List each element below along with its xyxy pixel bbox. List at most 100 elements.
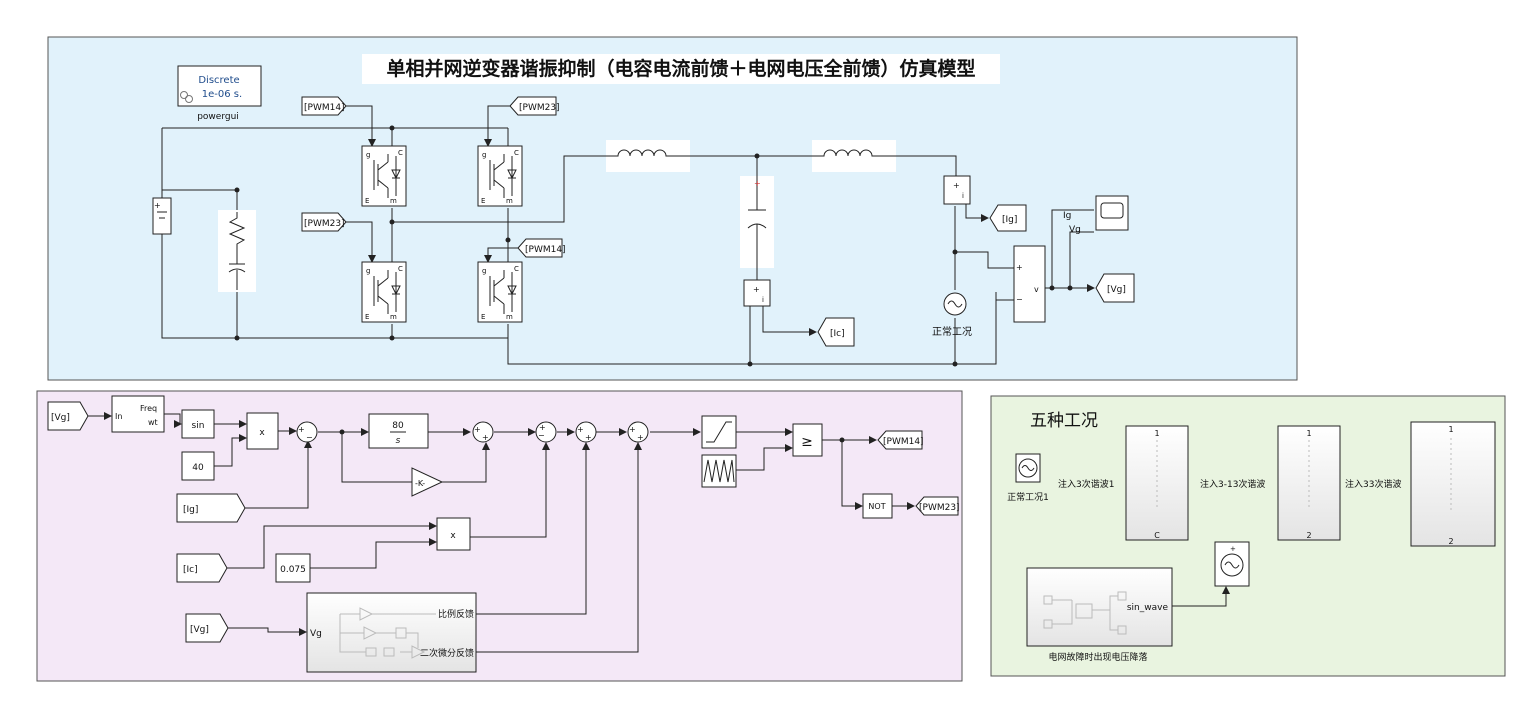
svg-text:i: i bbox=[962, 192, 964, 200]
junction-dots bbox=[234, 125, 1073, 367]
svg-text:2: 2 bbox=[1306, 531, 1311, 540]
control-panel bbox=[36, 390, 963, 682]
svg-text:+: + bbox=[953, 181, 960, 190]
from-vg-feedforward[interactable]: [Vg] bbox=[185, 613, 229, 643]
grid-voltage-feedforward-subsystem[interactable]: Vg 比例反馈 二次微分反馈 bbox=[306, 592, 477, 673]
from-ig[interactable]: [Ig] bbox=[176, 493, 246, 523]
sag-subsystem-preview bbox=[1043, 591, 1127, 635]
sum-proportional-ff[interactable]: + + bbox=[575, 421, 597, 443]
harmonic-33-label: 注入33次谐波 bbox=[1345, 478, 1401, 490]
svg-text:[PWM23]: [PWM23] bbox=[519, 103, 560, 113]
grid-voltage-meter[interactable]: + − v bbox=[1013, 245, 1046, 323]
harmonic-3-label: 注入3次谐波1 bbox=[1058, 478, 1114, 490]
svg-text:[Vg]: [Vg] bbox=[1107, 285, 1126, 295]
diagram-title: 单相并网逆变器谐振抑制（电容电流前馈＋电网电压全前馈）仿真模型 bbox=[386, 57, 975, 80]
capacitor-current-meter[interactable]: + i bbox=[743, 279, 771, 307]
vmeas-output-port: v bbox=[1034, 285, 1039, 294]
scope-port-vg: Vg bbox=[1069, 225, 1081, 235]
igbt-q3[interactable] bbox=[361, 261, 407, 323]
compare-block[interactable]: ≥ bbox=[792, 423, 823, 457]
voltage-sag-subsystem[interactable]: sin_wave bbox=[1026, 567, 1173, 647]
inverter-side-inductor[interactable] bbox=[606, 140, 690, 172]
svg-text:[Ig]: [Ig] bbox=[183, 505, 198, 515]
harmonic-33-subsystem[interactable]: 1 2 bbox=[1410, 421, 1496, 547]
proportional-gain-block[interactable]: -K- bbox=[411, 467, 444, 497]
pll-block[interactable]: In Freq wt bbox=[111, 395, 165, 433]
grid-ac-source[interactable] bbox=[943, 292, 967, 316]
sag-source-block[interactable]: + bbox=[1214, 541, 1250, 587]
igbt-q2[interactable] bbox=[477, 145, 523, 207]
svg-text:+: + bbox=[637, 433, 644, 442]
sum-derivative-ff[interactable]: + + bbox=[627, 421, 649, 443]
svg-text:C: C bbox=[1154, 531, 1160, 540]
from-ic[interactable]: [Ic] bbox=[176, 553, 228, 583]
goto-ig[interactable]: [Ig] bbox=[989, 204, 1027, 232]
cases-title: 五种工况 bbox=[1030, 411, 1098, 431]
svg-text:−: − bbox=[538, 431, 545, 440]
svg-text:[Ig]: [Ig] bbox=[1002, 215, 1017, 225]
powergui-label: powergui bbox=[197, 112, 239, 122]
grid-source-label: 正常工况 bbox=[932, 325, 972, 338]
sum-capacitor-feedback[interactable]: − + bbox=[535, 421, 557, 443]
svg-text:+: + bbox=[474, 425, 481, 434]
grid-current-meter[interactable]: + i bbox=[943, 175, 971, 205]
harmonic-3-subsystem[interactable]: 1 C bbox=[1125, 425, 1189, 541]
svg-text:+: + bbox=[753, 285, 760, 294]
from-pwm23-bottom[interactable]: [PWM23] bbox=[301, 212, 347, 232]
from-pwm14-bottom[interactable]: [PWM14] bbox=[517, 238, 566, 258]
dc-voltage-source[interactable]: + bbox=[152, 197, 172, 235]
scope-port-ig: Ig bbox=[1063, 211, 1071, 221]
svg-text:+: + bbox=[629, 425, 636, 434]
svg-text:Freq: Freq bbox=[140, 404, 157, 413]
svg-text:x: x bbox=[450, 531, 456, 541]
goto-vg[interactable]: [Vg] bbox=[1095, 273, 1135, 303]
svg-text:−: − bbox=[1016, 295, 1023, 304]
sum-current-error[interactable]: + − bbox=[296, 421, 318, 443]
svg-text:[Vg]: [Vg] bbox=[190, 625, 209, 635]
svg-text:In: In bbox=[115, 412, 122, 421]
svg-text:[PWM23]: [PWM23] bbox=[304, 219, 345, 229]
svg-text:sin: sin bbox=[192, 421, 205, 431]
scope-block[interactable] bbox=[1095, 195, 1129, 231]
svg-text:+: + bbox=[482, 433, 489, 442]
integrator-block[interactable]: 80 s bbox=[368, 413, 429, 449]
svg-text:[PWM14]: [PWM14] bbox=[883, 437, 924, 447]
voltage-sag-label: 电网故障时出现电压降落 bbox=[1048, 651, 1147, 663]
sum-pi[interactable]: + + bbox=[472, 421, 494, 443]
harmonic-3-13-subsystem[interactable]: 1 2 bbox=[1277, 425, 1341, 541]
svg-text:[Vg]: [Vg] bbox=[51, 413, 70, 423]
multiply-ic-block[interactable]: x bbox=[436, 517, 471, 551]
not-gate-block[interactable]: NOT bbox=[862, 493, 893, 519]
saturation-block[interactable] bbox=[701, 415, 737, 449]
from-pwm23-top[interactable]: [PWM23] bbox=[509, 96, 560, 116]
normal-source-block[interactable] bbox=[1015, 453, 1041, 483]
goto-pwm14[interactable]: [PWM14] bbox=[877, 430, 924, 450]
igbt-q4[interactable] bbox=[477, 261, 523, 323]
svg-text:NOT: NOT bbox=[868, 502, 885, 511]
svg-text:s: s bbox=[396, 436, 401, 446]
filter-capacitor[interactable]: + bbox=[740, 176, 774, 268]
harmonic-3-13-label: 注入3-13次谐波 bbox=[1200, 478, 1265, 490]
multiply-reference-block[interactable]: x bbox=[246, 412, 279, 450]
svg-text:[PWM23]: [PWM23] bbox=[919, 503, 960, 513]
goto-ic[interactable]: [Ic] bbox=[817, 317, 855, 347]
dc-link-rc-branch[interactable] bbox=[218, 210, 256, 292]
igbt-q1[interactable] bbox=[361, 145, 407, 207]
triangle-carrier-block[interactable] bbox=[701, 454, 737, 488]
from-vg-pll[interactable]: [Vg] bbox=[47, 401, 89, 431]
title-background bbox=[362, 54, 1000, 84]
svg-text:≥: ≥ bbox=[801, 434, 813, 450]
svg-text:+: + bbox=[298, 425, 305, 434]
goto-pwm23[interactable]: [PWM23] bbox=[915, 496, 960, 516]
svg-text:+: + bbox=[577, 425, 584, 434]
const-ic-gain-block[interactable]: 0.075 bbox=[275, 553, 311, 583]
sin-block[interactable]: sin bbox=[181, 409, 215, 439]
svg-text:[Ic]: [Ic] bbox=[830, 329, 845, 339]
svg-text:0.075: 0.075 bbox=[280, 565, 306, 575]
const-40-block[interactable]: 40 bbox=[181, 451, 215, 481]
svg-text:1: 1 bbox=[1448, 425, 1453, 434]
svg-text:2: 2 bbox=[1448, 537, 1453, 546]
from-pwm14-top[interactable]: [PWM14] bbox=[301, 96, 347, 116]
grid-side-inductor[interactable] bbox=[812, 140, 896, 172]
powergui-block[interactable]: Discrete 1e-06 s. bbox=[177, 65, 262, 107]
